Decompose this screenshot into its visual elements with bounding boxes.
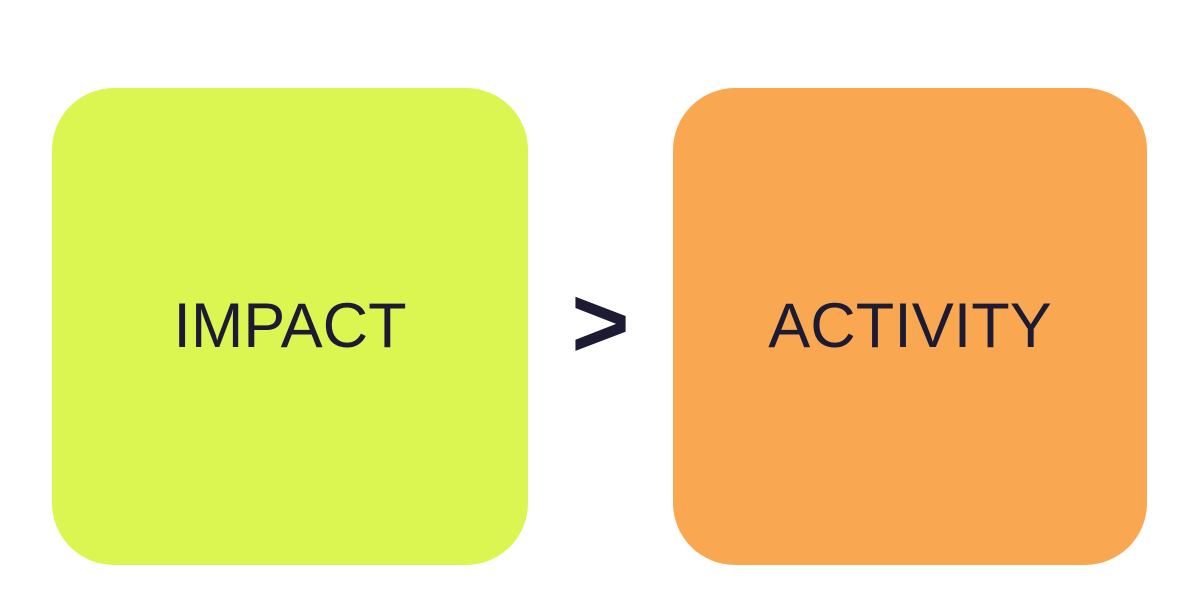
greater-than-glyph: >	[571, 266, 630, 379]
greater-than-symbol: >	[528, 88, 673, 565]
impact-label: IMPACT	[173, 291, 407, 361]
impact-card: IMPACT	[52, 88, 528, 565]
activity-label: ACTIVITY	[768, 291, 1052, 361]
activity-card: ACTIVITY	[673, 88, 1147, 565]
